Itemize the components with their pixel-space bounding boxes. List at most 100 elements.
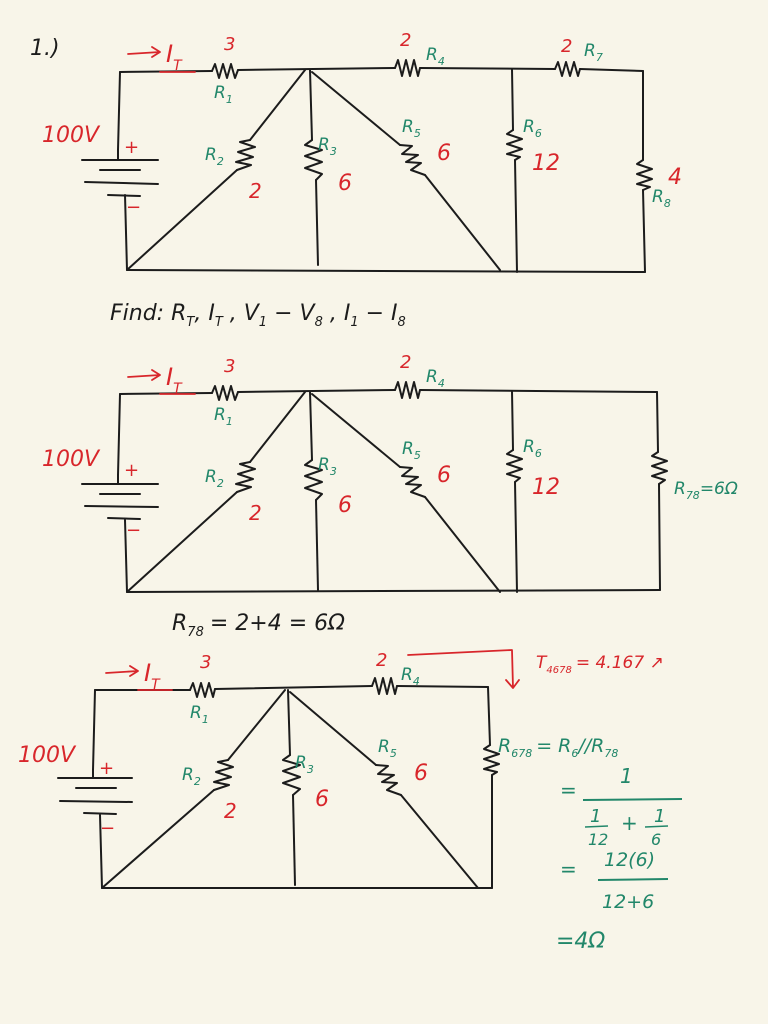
r2-label: R2 [205,145,224,168]
current-label: IT [144,659,161,693]
r6-value: 12 [532,475,560,500]
plus-sign: + [124,137,139,158]
resistor-r8-symbol [636,159,653,191]
wire [227,689,286,761]
battery-plate [84,505,159,508]
r1-label: R1 [190,703,209,726]
resistor-r4-symbol [394,59,421,77]
final-result: =4Ω [556,929,605,954]
wire [311,393,401,468]
minus-sign: − [126,520,141,541]
fraction-bar [644,825,669,828]
resistor-r5-symbol [375,764,402,796]
wire [658,483,661,591]
wire [101,789,215,889]
r1-value: 3 [200,652,211,673]
resistor-r1-symbol [189,682,216,698]
current-label: IT [166,363,183,397]
r7-label: R7 [584,41,603,64]
eq-sign: = [560,857,577,881]
wire [309,69,313,141]
minus-sign: − [100,818,115,839]
minus-sign: − [126,197,141,218]
find-statement: Find: RT, IT , V1 − V8 , I1 − I8 [110,301,406,330]
r5-value: 6 [414,761,428,786]
resistor-r5-symbol [399,466,426,498]
wire [424,496,501,593]
resistor-r2-symbol [235,461,256,493]
resistor-r1-symbol [211,63,239,79]
wire [124,194,128,271]
r3-value: 6 [338,171,352,196]
r5-value: 6 [437,463,451,488]
wire [315,499,319,591]
wire [289,691,377,766]
fraction-1-numerator: 1 [620,764,633,788]
resistor-r3-symbol [282,754,301,796]
r5-label: R5 [378,737,397,760]
r5-value: 6 [437,141,451,166]
r4-value: 2 [400,352,411,373]
resistor-r4-symbol [394,381,421,399]
wire [287,689,291,756]
wire [424,174,501,271]
r1-value: 3 [224,356,235,377]
wire [487,686,491,746]
resistor-r3-symbol [304,459,323,501]
wire [315,179,319,266]
circuit-3: 100V + − IT 3 R1 R2 2 R3 6 2 R4 R5 6 T46… [18,649,664,889]
r3-label: R3 [318,135,337,158]
wire [92,689,96,771]
r4-label: R4 [426,45,445,68]
wire [214,685,373,690]
resistor-r3-symbol [304,139,323,181]
r2-value: 2 [249,179,262,203]
wire [514,159,518,273]
plus-sign: + [124,460,139,481]
battery-plate [107,517,141,520]
resistor-r7-symbol [554,61,581,77]
wire [396,685,489,688]
wire [237,67,396,71]
plus-sign: + [99,758,114,779]
r2-label: R2 [182,765,201,788]
battery-plate [84,181,159,185]
r2-value: 2 [249,501,262,525]
wire [99,814,103,889]
r8-value: 4 [668,165,682,190]
source-voltage: 100V [18,743,77,768]
resistor-r78-symbol [651,451,668,485]
r1-label: R1 [214,83,233,106]
current-arrow [127,369,161,381]
r2-label: R2 [205,467,224,490]
wire [419,67,556,70]
wire [511,390,514,451]
wire [126,269,646,273]
r3-label: R3 [295,753,314,776]
r2-value: 2 [224,799,237,823]
wire [117,71,121,151]
fraction-bar [584,825,609,828]
fraction-1-den-a-sub: 12 [588,830,608,849]
resistor-r1-symbol [211,385,239,401]
current-arrow [127,46,161,58]
r678-derivation: R678= R6//R78 = 1 1 12 + 1 6 = 12(6) 12+… [498,735,683,954]
circuit-1: 100V + − IT 3 R1 R2 2 R3 6 2 R4 R5 6 R6 … [42,30,682,273]
resistor-r5-symbol [399,144,426,176]
wire [656,391,659,453]
wire [642,189,646,273]
r5-label: R5 [402,439,421,462]
wire [249,391,306,463]
r78-label: R78=6Ω [674,479,738,502]
battery-plate [83,812,117,815]
fraction-1-den-a: 1 [590,806,601,827]
circuit-2: 100V + − IT 3 R1 R2 2 R3 6 2 R4 R5 6 R6 … [42,352,738,593]
wire [419,389,658,393]
fraction-1-plus: + [621,811,638,835]
r6-label: R6 [523,117,542,140]
fraction-1-den-b: 1 [654,806,665,827]
r6-value: 12 [532,151,560,176]
r678-equation: R678= R6//R78 [498,735,618,760]
fraction-2-numerator: 12(6) [604,849,655,871]
wire [292,794,296,886]
